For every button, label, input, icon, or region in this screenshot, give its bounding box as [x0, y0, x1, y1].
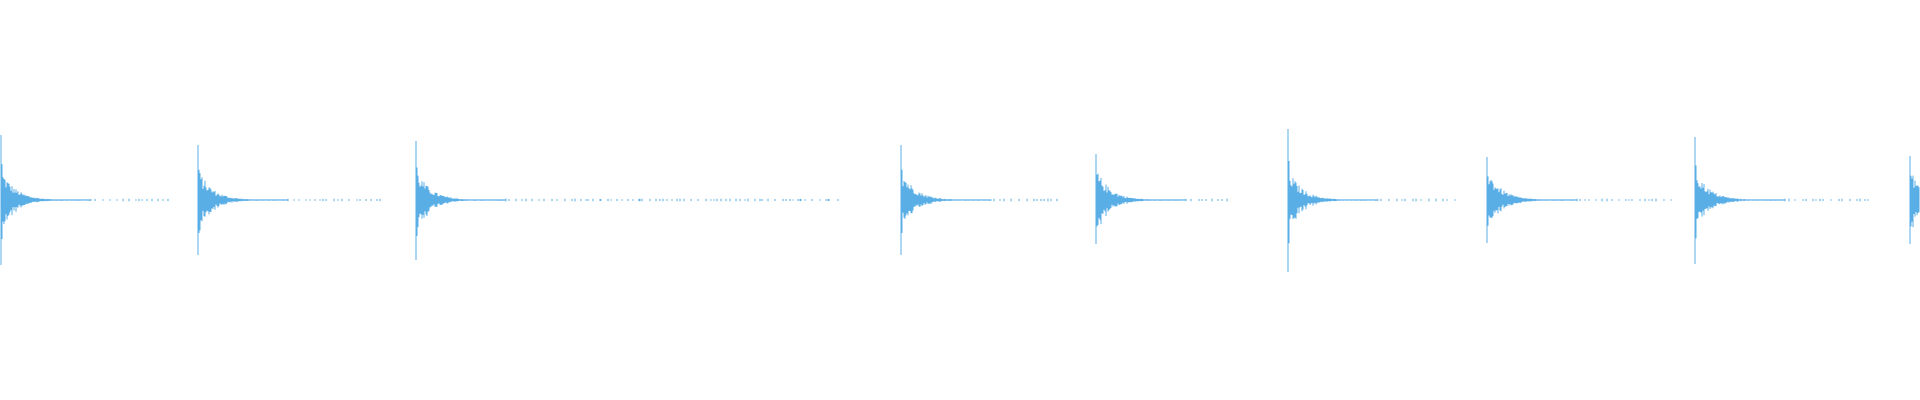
waveform-transient	[197, 145, 381, 255]
waveform-transient-path	[197, 145, 381, 255]
waveform-transient	[1287, 129, 1456, 272]
waveform-noise-dots	[587, 199, 839, 201]
waveform-transient-path	[1095, 154, 1228, 244]
waveform-transient-path	[1909, 156, 1920, 244]
waveform-transient-path	[900, 145, 1058, 255]
waveform-transient-path	[1287, 129, 1456, 272]
waveform-transient	[1909, 156, 1920, 244]
waveform-transient-path	[0, 135, 169, 265]
waveform-transient	[1486, 157, 1672, 243]
waveform-transient-path	[1694, 137, 1869, 264]
waveform-transient-path	[415, 141, 830, 260]
waveform-transient	[0, 135, 169, 265]
waveform-transient	[1095, 154, 1228, 244]
waveform-transients	[0, 129, 1920, 272]
waveform-transient	[900, 145, 1058, 255]
waveform-transient	[415, 141, 830, 260]
waveform-transient	[1694, 137, 1869, 264]
waveform-transient-path	[1486, 157, 1672, 243]
